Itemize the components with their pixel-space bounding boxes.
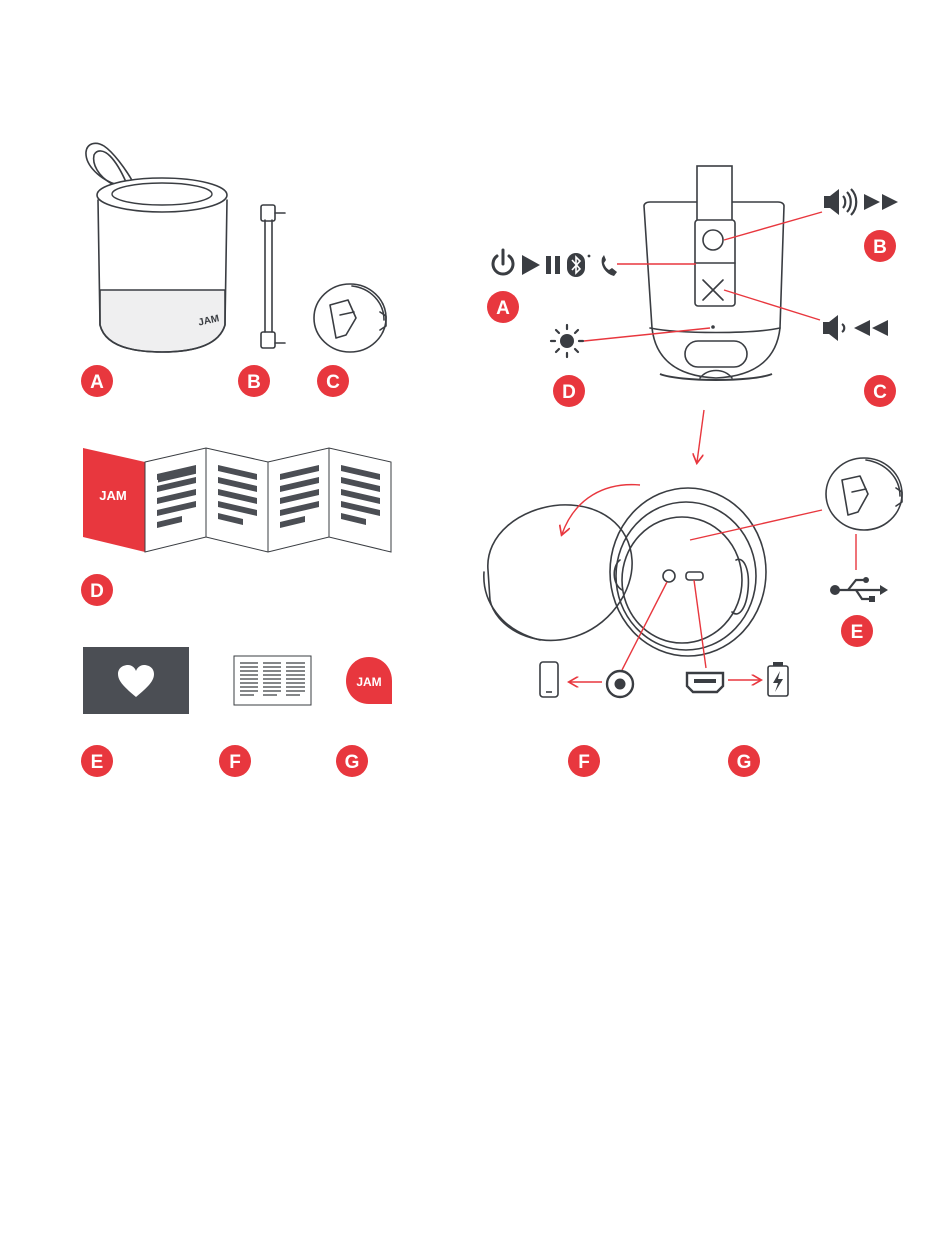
speaker-back-view [644,166,784,380]
badge-right-d: D [553,375,585,407]
svg-text:JAM: JAM [356,675,381,689]
speaker-bottom-open-view [484,485,766,656]
badge-right-e: E [841,615,873,647]
svg-text:D: D [562,382,576,403]
svg-text:B: B [247,372,261,393]
power-icon [493,250,513,274]
svg-text:E: E [851,622,864,643]
folded-manual-icon: JAM [83,448,391,552]
speaker-icon: JAM [86,143,227,352]
volume-up-icon [824,189,856,215]
svg-text:C: C [873,382,887,403]
bluetooth-icon [567,253,590,277]
svg-text:F: F [229,752,241,773]
rewind-icon [854,320,888,336]
jam-sticker-icon: JAM [346,657,392,704]
fast-forward-icon [864,194,898,210]
svg-text:F: F [578,752,590,773]
warranty-leaflet-icon [234,656,311,705]
pause-icon [546,256,560,274]
badge-right-g: G [728,745,760,777]
svg-text:E: E [91,752,104,773]
battery-charging-icon [768,662,788,696]
badge-left-d: D [81,574,113,606]
volume-down-icon [823,315,844,341]
micro-usb-port-icon [687,673,723,692]
svg-text:A: A [90,372,104,393]
usb-cable-coil-right [826,458,902,530]
badge-left-a: A [81,365,113,397]
svg-text:B: B [873,237,887,258]
svg-text:C: C [326,372,340,393]
badge-right-b: B [864,230,896,262]
badge-left-f: F [219,745,251,777]
aux-cable-icon [261,205,285,348]
badge-left-g: G [336,745,368,777]
badge-right-a: A [487,291,519,323]
usb-cable-icon [314,284,386,352]
badge-right-c: C [864,375,896,407]
play-icon [522,255,540,275]
svg-text:G: G [345,752,360,773]
badge-left-e: E [81,745,113,777]
svg-text:G: G [737,752,752,773]
svg-text:D: D [90,581,104,602]
light-indicator-icon [551,325,583,357]
svg-text:A: A [496,298,510,319]
badge-left-b: B [238,365,270,397]
phone-icon [602,255,617,276]
badge-right-f: F [568,745,600,777]
usb-symbol-icon [830,577,888,602]
smartphone-icon [540,662,558,697]
heart-card-icon [83,647,189,714]
aux-port-icon [607,671,633,697]
svg-text:JAM: JAM [99,488,126,503]
badge-left-c: C [317,365,349,397]
